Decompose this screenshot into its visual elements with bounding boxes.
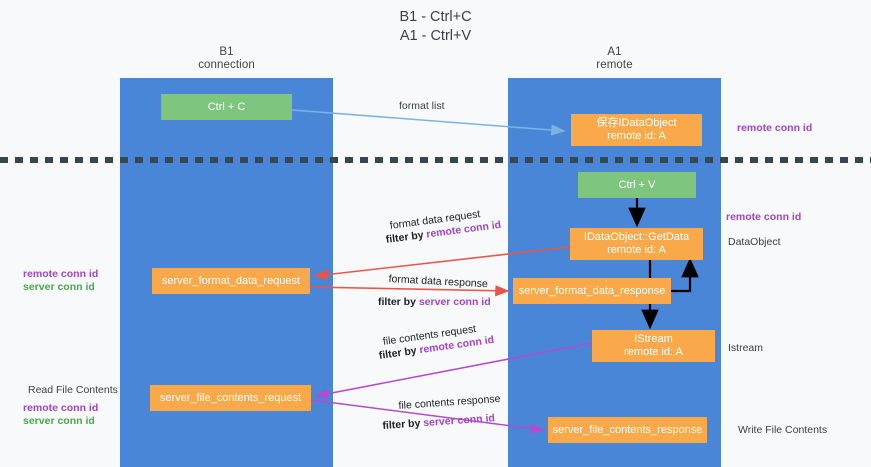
box-idataobject-line1: 保存IDataObject — [596, 117, 677, 129]
box-idataobject[interactable]: 保存IDataObject remote id: A — [571, 114, 702, 146]
box-ctrl-v-label: Ctrl + V — [618, 178, 656, 191]
filter-by-value-2: server conn id — [418, 296, 491, 308]
box-server-file-contents-request-label: server_file_contents_request — [159, 391, 302, 404]
box-server-file-contents-response-label: server_file_contents_response — [552, 423, 703, 436]
label-file-contents-response: file contents response — [398, 392, 501, 412]
lane-title-b1-line2: connection — [198, 58, 255, 71]
label-format-data-response: format data response — [388, 272, 489, 291]
label-filter-by-server-conn-id-2: filter by server conn id — [382, 411, 495, 433]
label-left-server-conn-id-1: server conn id — [23, 281, 95, 293]
box-idataobject-getdata[interactable]: IDataObject::GetData remote id: A — [570, 228, 703, 260]
filter-by-value-4: server conn id — [422, 412, 496, 430]
lane-title-a1-line2: remote — [596, 58, 633, 71]
label-write-file-contents: Write File Contents — [738, 424, 828, 436]
box-idataobject-line2: remote id: A — [607, 130, 666, 142]
label-left-conn-ids-bottom: remote conn id server conn id — [23, 402, 98, 428]
box-server-format-data-response[interactable]: server_format_data_response — [513, 278, 671, 304]
label-remote-conn-id-mid: remote conn id — [726, 211, 802, 223]
lane-title-a1: A1 remote — [508, 46, 721, 71]
filter-by-prefix-1: filter by — [385, 228, 428, 246]
label-left-server-conn-id-2: server conn id — [23, 415, 95, 427]
box-getdata-line2: remote id: A — [607, 244, 666, 256]
label-istream: Istream — [728, 342, 764, 354]
box-getdata-line1: IDataObject::GetData — [583, 231, 690, 243]
box-ctrl-c[interactable]: Ctrl + C — [161, 94, 292, 120]
label-filter-by-server-conn-id-1: filter by server conn id — [378, 295, 491, 309]
filter-by-prefix-4: filter by — [382, 417, 424, 432]
lane-title-b1: B1 connection — [120, 46, 333, 71]
label-read-file-contents: Read File Contents — [28, 384, 118, 396]
box-istream-line2: remote id: A — [624, 346, 683, 358]
lane-title-a1-line1: A1 — [607, 46, 622, 58]
box-istream-line1: IStream — [634, 333, 673, 345]
box-server-file-contents-request[interactable]: server_file_contents_request — [150, 385, 311, 411]
label-left-remote-conn-id-1: remote conn id — [23, 268, 99, 280]
box-server-format-data-request[interactable]: server_format_data_request — [152, 268, 310, 294]
box-istream[interactable]: IStream remote id: A — [592, 330, 715, 362]
label-left-conn-ids-top: remote conn id server conn id — [23, 268, 98, 294]
box-ctrl-c-label: Ctrl + C — [207, 100, 246, 113]
box-server-format-data-request-label: server_format_data_request — [161, 274, 301, 287]
box-server-format-data-response-label: server_format_data_response — [518, 284, 666, 297]
lane-title-b1-line1: B1 — [219, 46, 234, 58]
filter-by-prefix-2: filter by — [378, 296, 419, 308]
box-ctrl-v[interactable]: Ctrl + V — [578, 172, 696, 198]
diagram-title-line2: A1 - Ctrl+V — [399, 28, 472, 44]
box-server-file-contents-response[interactable]: server_file_contents_response — [548, 417, 707, 443]
diagram-title: B1 - Ctrl+C A1 - Ctrl+V — [0, 8, 871, 46]
label-dataobject: DataObject — [728, 236, 781, 248]
diagram-title-line1: B1 - Ctrl+C — [399, 9, 472, 25]
label-left-remote-conn-id-2: remote conn id — [23, 402, 99, 414]
label-format-list: format list — [399, 100, 445, 112]
label-remote-conn-id-top: remote conn id — [737, 122, 813, 134]
